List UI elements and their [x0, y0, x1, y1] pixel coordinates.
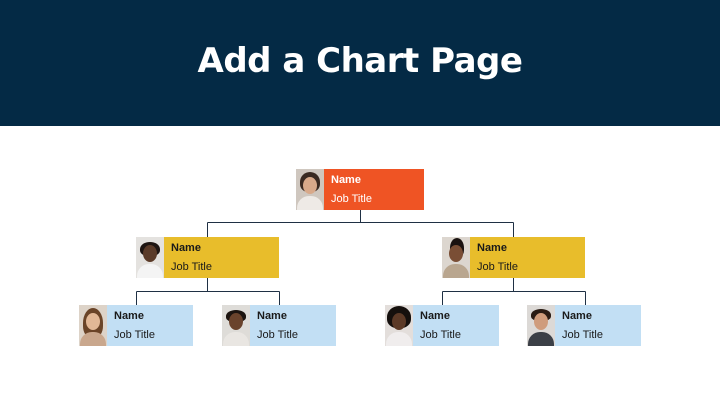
org-node-report-1[interactable]: Name Job Title: [79, 305, 193, 346]
person-photo-man: [527, 305, 555, 346]
node-name: Name: [562, 309, 592, 322]
node-job-title: Job Title: [331, 192, 372, 205]
node-name: Name: [114, 309, 144, 322]
org-node-report-3[interactable]: Name Job Title: [385, 305, 499, 346]
node-job-title: Job Title: [171, 260, 212, 273]
org-node-manager-1[interactable]: Name Job Title: [136, 237, 279, 278]
person-photo-man: [385, 305, 413, 346]
org-node-root[interactable]: Name Job Title: [296, 169, 424, 210]
node-name: Name: [171, 241, 201, 254]
node-job-title: Job Title: [562, 328, 603, 341]
connector-right: [442, 278, 586, 305]
person-photo-man: [222, 305, 250, 346]
person-photo-woman: [442, 237, 470, 278]
node-name: Name: [257, 309, 287, 322]
node-name: Name: [477, 241, 507, 254]
title-banner: Add a Chart Page: [0, 0, 720, 126]
node-job-title: Job Title: [420, 328, 461, 341]
node-name: Name: [420, 309, 450, 322]
org-node-manager-2[interactable]: Name Job Title: [442, 237, 585, 278]
connector-root: [207, 210, 514, 237]
person-photo-woman: [296, 169, 324, 210]
node-job-title: Job Title: [477, 260, 518, 273]
org-node-report-4[interactable]: Name Job Title: [527, 305, 641, 346]
node-job-title: Job Title: [257, 328, 298, 341]
person-photo-woman: [79, 305, 107, 346]
org-node-report-2[interactable]: Name Job Title: [222, 305, 336, 346]
person-photo-man: [136, 237, 164, 278]
connector-left: [136, 278, 280, 305]
page-title: Add a Chart Page: [197, 41, 523, 81]
node-name: Name: [331, 173, 361, 186]
node-job-title: Job Title: [114, 328, 155, 341]
